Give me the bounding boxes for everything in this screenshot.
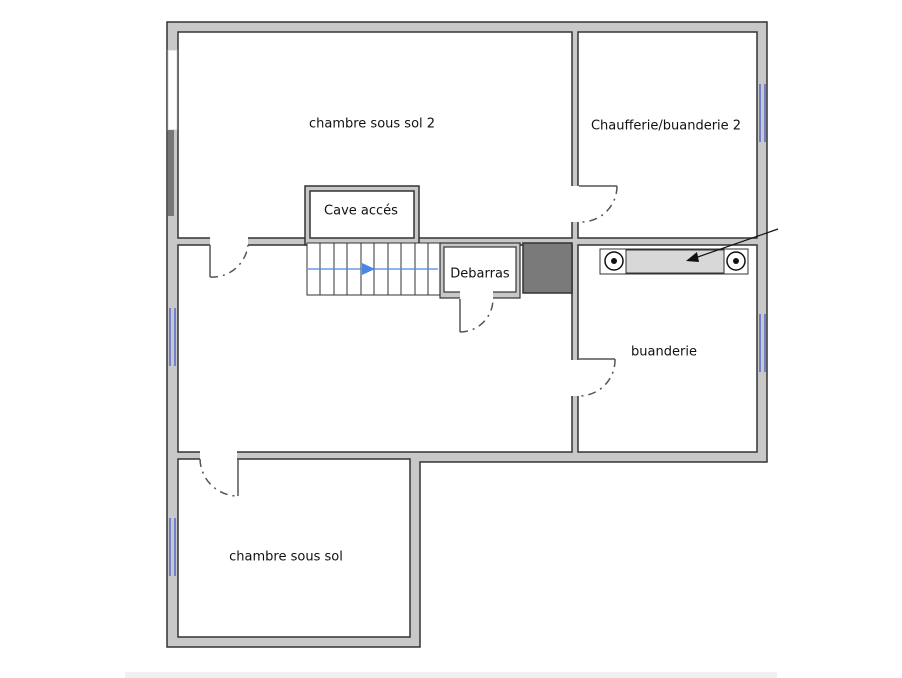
bottom-bar [125, 672, 777, 678]
door-swing [459, 298, 494, 333]
label-bedroom2: chambre sous sol 2 [308, 116, 436, 132]
room-boiler [577, 31, 758, 239]
label-bedroom: chambre sous sol [229, 549, 343, 565]
door-swing [578, 358, 616, 397]
room-debarras [443, 246, 517, 293]
window [169, 308, 176, 366]
door-swing [578, 185, 618, 223]
window [759, 84, 766, 142]
opening [167, 49, 178, 131]
door-gap [210, 237, 248, 246]
label-cave: Cave accés [324, 203, 398, 219]
shaft [522, 242, 573, 294]
stair-arrow-icon [362, 263, 375, 275]
label-debarras: Debarras [450, 266, 510, 282]
pointer-arrow-icon [686, 228, 779, 262]
door-gap [200, 451, 237, 460]
room-bedroom [177, 458, 411, 638]
door-gap [571, 186, 579, 222]
window [169, 518, 176, 576]
label-laundry: buanderie [631, 344, 697, 360]
window [759, 314, 766, 372]
wall-segment [168, 130, 174, 216]
door-gap [571, 360, 579, 396]
room-laundry [577, 244, 758, 453]
label-boiler: Chaufferie/buanderie 2 [590, 118, 742, 134]
door-swing [209, 244, 249, 278]
boiler-unit [599, 248, 749, 275]
door-swing [199, 458, 239, 497]
door-gap [460, 291, 493, 299]
room-cave [309, 190, 415, 239]
